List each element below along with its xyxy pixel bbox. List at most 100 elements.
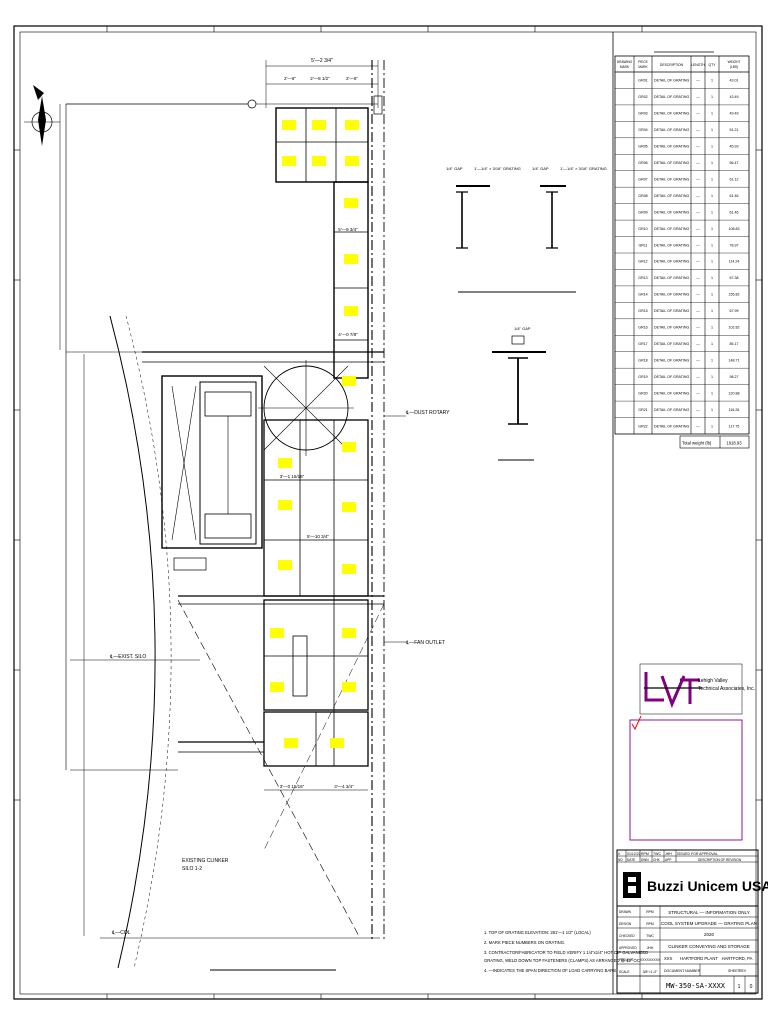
schedule-cell: DETAIL OF GRATING	[654, 293, 689, 297]
schedule-cell: DETAIL OF GRATING	[654, 408, 689, 412]
schedule-cell: —	[696, 210, 700, 214]
schedule-cell: 43.49	[730, 95, 739, 99]
dim-bottom-2: 3'—4 3/4"	[334, 784, 354, 789]
rev-h-app: APP	[665, 858, 671, 862]
rev-value: 0	[750, 984, 753, 990]
schedule-cell: 49.49	[730, 112, 739, 116]
schedule-cell: GR18	[638, 358, 647, 362]
label-dust-rotary: ℄—DUST ROTARY	[405, 410, 450, 416]
schedule-cell: 120.88	[729, 391, 740, 395]
schedule-cell: 85.17	[730, 342, 739, 346]
schedule-cell: DETAIL OF GRATING	[654, 210, 689, 214]
schedule-cell: 67.38	[730, 276, 739, 280]
inner-border	[19, 31, 757, 995]
schedule-cell: 51.21	[730, 128, 739, 132]
title-block-field-label: APPROVED	[619, 946, 637, 950]
schedule-cell: GR22	[638, 424, 647, 428]
schedule-cell: 1	[711, 293, 713, 297]
rev-h-dwn: DWN	[641, 858, 649, 862]
schedule-cell: 1	[711, 79, 713, 83]
title-block	[616, 849, 759, 994]
total-weight-label: Total weight (lb)	[682, 441, 712, 446]
company-name: Buzzi Unicem USA	[647, 878, 768, 894]
schedule-cell: 1	[711, 128, 713, 132]
schedule-cell: 116.26	[729, 408, 740, 412]
note-4: 4. —INDICATES THE SPAN DIRECTION OF LOAD…	[484, 968, 617, 973]
title-block-field-value: TWC	[646, 934, 654, 938]
schedule-cell: —	[696, 145, 700, 149]
title-line-e-mid: HARTFORD PLANT	[680, 956, 718, 961]
schedule-cell: —	[696, 194, 700, 198]
schedule-cell: 1	[711, 161, 713, 165]
note-3b: GRATING, WELD DOWN TOP FASTENERS (CLAMPS…	[484, 958, 641, 963]
schedule-cell: 1	[711, 375, 713, 379]
title-line-a: STRUCTURAL — INFORMATION ONLY	[668, 910, 749, 915]
schedule-cell: 1	[711, 342, 713, 346]
detail-text: 1'—1/4" × 3/16" GRATING 1'—1/4" × 3/16" …	[446, 166, 607, 331]
schedule-cell: GR20	[638, 391, 647, 395]
detail-c-label: 1/4" GAP	[514, 326, 531, 331]
rev-dwn: RPM	[641, 852, 649, 856]
border-ticks	[14, 26, 762, 999]
schedule-cell: —	[696, 161, 700, 165]
schedule-cell: DETAIL OF GRATING	[654, 227, 689, 231]
schedule-cell: —	[696, 260, 700, 264]
schedule-cell: —	[696, 276, 700, 280]
plan-text: 5'—2 3/4" 2'—6" 2'—8 1/2" 2'—6" 5'—9 3/4…	[109, 58, 450, 936]
schedule-cell: GR15	[638, 309, 647, 313]
sheet-label: SHEET	[728, 969, 741, 973]
schedule-cell: DETAIL OF GRATING	[654, 128, 689, 132]
dim-side-2: 4'—0 7/8"	[338, 332, 358, 337]
note-1: 1. TOP OF GRATING ELEVATION: 281'—1 1/2"…	[484, 930, 591, 935]
title-block-field-value: RPM	[646, 922, 654, 926]
schedule-cell: GR17	[638, 342, 647, 346]
schedule-cell: 117.75	[729, 424, 740, 428]
schedule-cell: GR01	[638, 79, 647, 83]
schedule-cell: 61.46	[730, 194, 739, 198]
label-clinker-silo-1: EXISTING CLINKER	[182, 858, 229, 864]
title-block-field-value: RPM	[646, 910, 654, 914]
schedule-cell: 67.99	[730, 309, 739, 313]
schedule-cell: 1	[711, 243, 713, 247]
title-block-field-label: CHECKED	[619, 934, 635, 938]
doc-number-label: DOCUMENT NUMBER	[664, 969, 701, 973]
total-weight-value: 1918.93	[726, 441, 742, 446]
section-details	[456, 185, 566, 425]
schedule-cell: —	[696, 309, 700, 313]
rev-app: JHH	[665, 852, 672, 856]
detail-b-label: 1'—1/4" × 3/16" GRATING	[560, 166, 607, 171]
schedule-cell: —	[696, 95, 700, 99]
schedule-cell: GR06	[638, 161, 647, 165]
grating-tags	[270, 120, 359, 748]
schedule-cell: GR16	[638, 326, 647, 330]
detail-a-label: 1'—1/4" × 3/16" GRATING	[474, 166, 521, 171]
label-fan-outlet: ℄—FAN OUTLET	[405, 640, 445, 646]
detail-b-gap: 1/4" GAP	[532, 166, 549, 171]
doc-number: MW-350-SA-XXXX	[666, 982, 726, 990]
title-block-field-label: SCALE	[619, 970, 629, 974]
grating-plan	[59, 60, 576, 971]
schedule-cell: 1	[711, 210, 713, 214]
schedule-cell: 1	[711, 309, 713, 313]
schedule-cell: —	[696, 243, 700, 247]
schedule-cell: —	[696, 358, 700, 362]
title-block-field-value: XXXXXXXXX	[640, 958, 661, 962]
schedule-cell: DETAIL OF GRATING	[654, 342, 689, 346]
schedule-cell: 43.01	[730, 79, 739, 83]
schedule-cell: DETAIL OF GRATING	[654, 326, 689, 330]
label-exist-silo: ℄—EXIST. SILO	[109, 654, 146, 660]
schedule-cell: GR10	[638, 227, 647, 231]
sheet-value: 1	[738, 984, 741, 990]
schedule-cell: GR03	[638, 112, 647, 116]
schedule-cell: 1	[711, 112, 713, 116]
schedule-header-cell: QTY	[709, 63, 717, 67]
rev-date: 01/12/22	[627, 852, 641, 856]
schedule-cell: DETAIL OF GRATING	[654, 161, 689, 165]
label-clinker-silo-2: SILO 1-2	[182, 866, 202, 872]
schedule-cell: GR08	[638, 194, 647, 198]
dim-top-right: 2'—6"	[346, 76, 358, 81]
title-line-e-right: HARTFORD, PA	[722, 956, 753, 961]
